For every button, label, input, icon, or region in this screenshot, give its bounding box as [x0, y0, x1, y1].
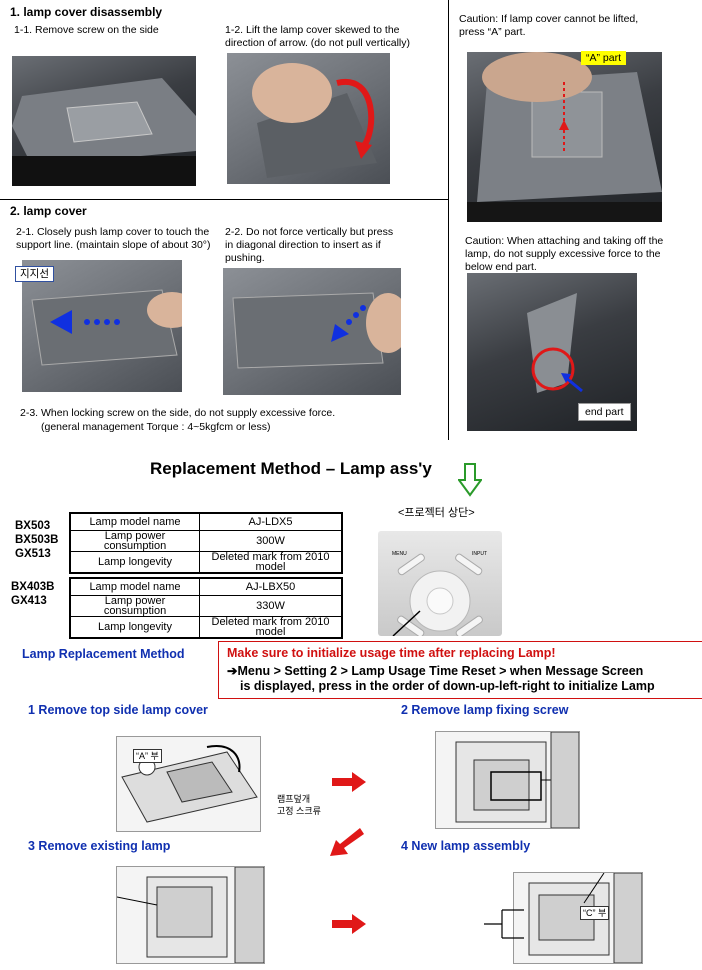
step-2-2-line2: in diagonal direction to insert as if [225, 239, 381, 251]
step2-heading: 2 Remove lamp fixing screw [401, 703, 569, 717]
down-left-arrow-icon [330, 828, 364, 856]
caution2-line2: lamp, do not supply excessive force to t… [465, 248, 661, 260]
sketch1-screw-label-line1: 램프덮개 [277, 794, 311, 804]
step-1-1-text: 1-1. Remove screw on the side [14, 24, 159, 36]
photo-push-cover [22, 260, 182, 392]
remove-lamp-sketch [117, 867, 264, 963]
section1-title: 1. lamp cover disassembly [10, 5, 163, 19]
instruction-line1: ➔Menu > Setting 2 > Lamp Usage Time Rese… [227, 664, 644, 678]
step-2-3-line1: 2-3. When locking screw on the side, do … [20, 407, 336, 419]
table-cell: AJ-LDX5 [199, 512, 343, 531]
step4-heading: 4 New lamp assembly [401, 839, 531, 853]
sketch4-c-label: “C” 부 [580, 906, 610, 920]
model-name: BX503 [15, 520, 51, 532]
model-name: BX403B [11, 581, 55, 593]
remove-cover-sketch [121, 745, 258, 823]
step-2-1-line1: 2-1. Closely push lamp cover to touch th… [16, 226, 210, 238]
a-part-illustration [467, 52, 662, 222]
control-panel-illustration [392, 553, 483, 636]
sketch-fixing-screw [435, 731, 580, 829]
table-cell: Deleted mark from 2010 model [199, 616, 343, 639]
warning-box [218, 641, 702, 699]
bracket-lines [484, 909, 524, 939]
end-part-illustration [527, 293, 583, 393]
caution2-line1: Caution: When attaching and taking off t… [465, 235, 664, 247]
input-button-label: INPUT [472, 551, 487, 557]
table-cell: Lamp power consumption [69, 595, 200, 617]
table-cell: Lamp longevity [69, 551, 200, 574]
photo-lift-cover [227, 53, 390, 184]
warning-text: Make sure to initialize usage time after… [227, 646, 556, 660]
photo-projector-top [12, 56, 196, 186]
sketch1-screw-label-line2: 고정 스크류 [277, 806, 321, 816]
support-line-label: 지지선 [15, 266, 54, 282]
push-cover-illustration [31, 289, 182, 366]
menu-button-label: MENU [392, 551, 407, 557]
table-cell: Lamp longevity [69, 616, 200, 639]
model-list-1: BX503 BX503B GX513 [15, 519, 58, 561]
step-2-2-line3: pushing. [225, 252, 265, 264]
table-cell: AJ-LBX50 [199, 577, 343, 596]
vertical-divider [448, 0, 449, 440]
model-name: GX413 [11, 595, 47, 607]
sketch-new-lamp [513, 872, 643, 964]
instruction-line2: is displayed, press in the order of down… [240, 679, 655, 693]
projector-illustration [12, 78, 196, 186]
table-cell: Deleted mark from 2010 model [199, 551, 343, 574]
step-2-3-line2: (general management Torque : 4~5kgfcm or… [41, 421, 271, 433]
replacement-title: Replacement Method – Lamp ass'y [150, 459, 432, 478]
end-part-label: end part [578, 403, 631, 421]
model-name: GX513 [15, 548, 51, 560]
photo-press-diagonal [223, 268, 401, 395]
caution1-line1: Caution: If lamp cover cannot be lifted, [459, 13, 639, 25]
sketch1-a-label: “A” 부 [133, 749, 162, 763]
step-2-2-line1: 2-2. Do not force vertically but press [225, 226, 394, 238]
table-cell: Lamp model name [69, 577, 200, 596]
table-cell: Lamp power consumption [69, 530, 200, 552]
horizontal-divider [0, 199, 448, 200]
sketch-remove-lamp [116, 866, 265, 964]
model-list-2: BX403B GX413 [11, 580, 54, 608]
caution2-line3: below end part. [465, 261, 537, 273]
step-1-2-text-line2: direction of arrow. (do not pull vertica… [225, 37, 410, 49]
photo-control-panel [378, 531, 502, 636]
section2-title: 2. lamp cover [10, 204, 87, 218]
table-cell: Lamp model name [69, 512, 200, 531]
fixing-screw-sketch [455, 732, 579, 828]
caution1-line2: press “A” part. [459, 26, 526, 38]
model-name: BX503B [15, 534, 59, 546]
step3-heading: 3 Remove existing lamp [28, 839, 171, 853]
table-cell: 300W [199, 530, 343, 552]
right-arrow-icon-2 [332, 914, 366, 934]
lift-cover-illustration [252, 63, 377, 178]
step-1-2-text-line1: 1-2. Lift the lamp cover skewed to the [225, 24, 400, 36]
new-lamp-sketch [528, 873, 642, 963]
method-heading: Lamp Replacement Method [22, 647, 185, 661]
step-2-1-line2: support line. (maintain slope of about 3… [16, 239, 211, 251]
table-cell: 330W [199, 595, 343, 617]
press-diagonal-illustration [232, 292, 401, 369]
down-arrow-icon [458, 463, 482, 497]
right-arrow-icon [332, 772, 366, 792]
panel-caption: <프로젝터 상단> [398, 507, 475, 519]
photo-a-part [467, 52, 662, 222]
sketch-remove-cover [116, 736, 261, 832]
a-part-label: “A” part [581, 51, 627, 65]
step1-heading: 1 Remove top side lamp cover [28, 703, 208, 717]
